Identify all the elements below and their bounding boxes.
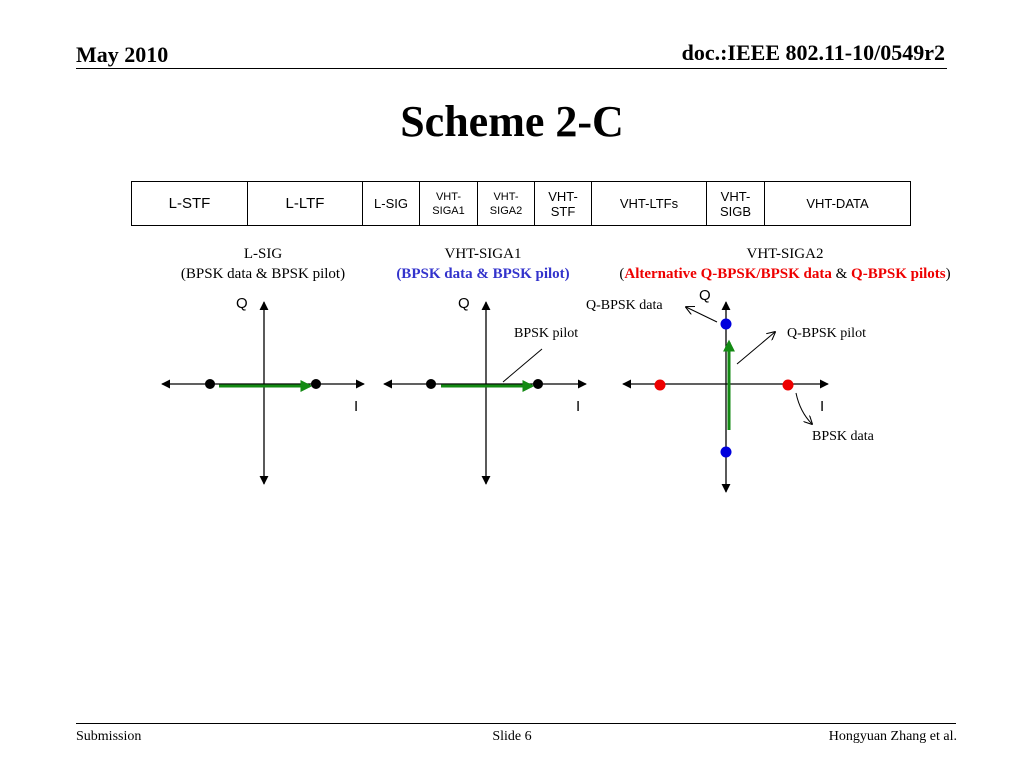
siga1-point-right: [533, 379, 543, 389]
siga1-name: VHT-SIGA1: [444, 246, 522, 262]
siga2-desc-amp: &: [831, 266, 852, 282]
field-label: L-LTF: [285, 195, 325, 212]
field-vht-ltfs: VHT-LTFs: [592, 182, 707, 225]
siga2-desc-open: (: [619, 266, 625, 282]
field-l-stf: L-STF: [132, 182, 248, 225]
footer-divider: [76, 723, 956, 724]
siga2-i-label: I: [820, 398, 825, 415]
header-doc-id: doc.:IEEE 802.11-10/0549r2: [681, 40, 945, 65]
siga2-qbpsk-point-top: [720, 318, 732, 330]
siga2-bpsk-point-left: [654, 379, 666, 391]
field-label: VHT-DATA: [806, 196, 869, 211]
lsig-constellation: [161, 301, 365, 485]
slide-title: Scheme 2-C: [400, 97, 624, 146]
footer-slide-number: Slide 6: [492, 729, 532, 744]
siga1-pilot-note: BPSK pilot: [514, 326, 579, 341]
siga2-qbpsk-pilot-note: Q-BPSK pilot: [787, 326, 866, 341]
header-divider: [76, 68, 947, 69]
field-vht-siga2: VHT- SIGA2: [478, 182, 535, 225]
siga2-qbpsk-pilot-callout: [736, 332, 775, 365]
siga2-bpsk-data-callout: [795, 392, 812, 424]
field-label: VHT- STF: [548, 188, 578, 219]
siga2-desc-part1: Alternative Q-BPSK/BPSK data: [624, 266, 832, 282]
frame-format: L-STF L-LTF L-SIG VHT- SIGA1 VHT- SIGA2 …: [131, 181, 911, 226]
field-vht-siga1: VHT- SIGA1: [420, 182, 478, 225]
field-vht-sigb: VHT- SIGB: [707, 182, 765, 225]
siga2-desc-close: ): [945, 266, 951, 282]
siga2-constellation: [622, 301, 829, 493]
siga2-qbpsk-point-bottom: [720, 446, 732, 458]
siga1-pilot-callout: [502, 348, 543, 383]
siga2-desc: (Alternative Q-BPSK/BPSK data & Q-BPSK p…: [585, 266, 985, 283]
siga2-qbpsk-data-callout: [686, 307, 718, 323]
lsig-q-label: Q: [236, 295, 248, 312]
siga1-desc: (BPSK data & BPSK pilot): [396, 266, 570, 282]
field-vht-data: VHT-DATA: [765, 182, 910, 225]
siga1-q-label: Q: [458, 295, 470, 312]
field-label: VHT- SIGA2: [489, 190, 523, 217]
siga1-i-label: I: [576, 398, 581, 415]
lsig-i-label: I: [354, 398, 359, 415]
lsig-point-right: [311, 379, 321, 389]
lsig-point-left: [205, 379, 215, 389]
field-l-ltf: L-LTF: [248, 182, 363, 225]
lsig-desc: (BPSK data & BPSK pilot): [180, 266, 346, 282]
field-label: VHT- SIGB: [719, 188, 752, 219]
footer-submission: Submission: [76, 729, 142, 744]
siga2-name: VHT-SIGA2: [746, 246, 824, 262]
siga2-bpsk-data-note: BPSK data: [812, 429, 874, 444]
header-date: May 2010: [76, 42, 169, 67]
siga1-point-left: [426, 379, 436, 389]
field-vht-stf: VHT- STF: [535, 182, 592, 225]
siga1-constellation: [383, 301, 587, 485]
field-label: VHT-LTFs: [619, 196, 679, 211]
siga2-bpsk-point-right: [782, 379, 794, 391]
footer-author: Hongyuan Zhang et al.: [828, 729, 957, 744]
siga2-qbpsk-data-note: Q-BPSK data: [586, 298, 663, 313]
lsig-name: L-SIG: [243, 246, 283, 262]
field-label: L-STF: [168, 195, 211, 212]
siga2-q-label: Q: [699, 287, 711, 304]
field-label: VHT- SIGA1: [432, 190, 465, 217]
field-label: L-SIG: [374, 196, 408, 211]
field-l-sig: L-SIG: [363, 182, 420, 225]
siga2-desc-part2: Q-BPSK pilots: [851, 266, 946, 282]
